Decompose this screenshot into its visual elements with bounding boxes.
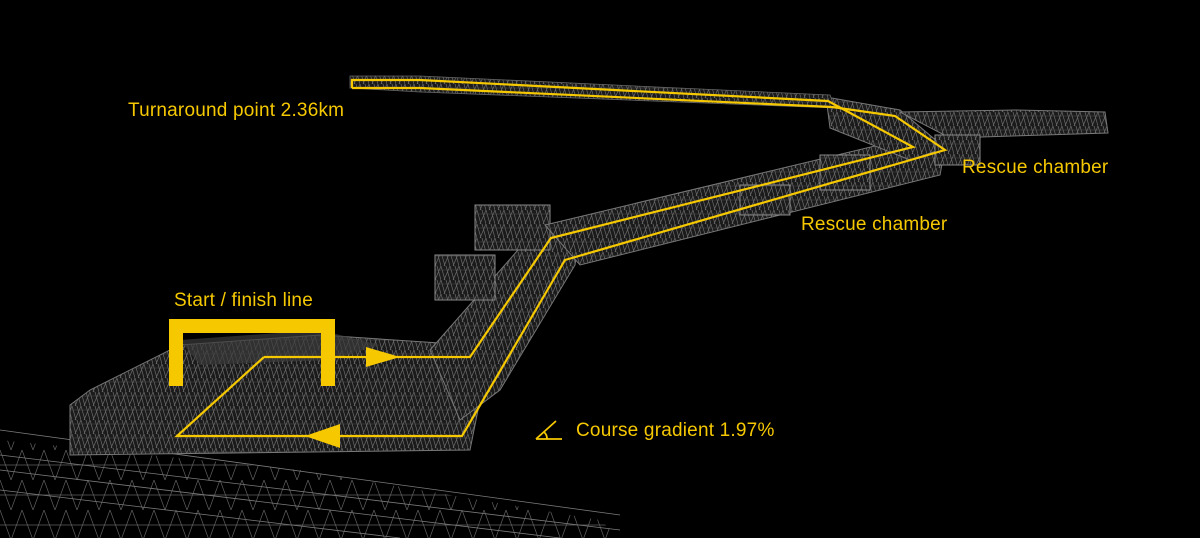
angle-icon xyxy=(535,420,562,440)
arrow-left-icon xyxy=(305,424,340,448)
gradient-annotation: Course gradient 1.97% xyxy=(534,419,775,441)
course-route xyxy=(174,78,948,438)
gradient-label: Course gradient 1.97% xyxy=(576,419,775,441)
rescue-chamber-label-1: Rescue chamber xyxy=(962,157,1109,178)
rescue-chamber-label-2: Rescue chamber xyxy=(801,214,948,235)
arrow-right-icon xyxy=(366,347,400,367)
tunnel-segments xyxy=(69,75,1109,456)
start-finish-label: Start / finish line xyxy=(174,290,313,311)
turnaround-label: Turnaround point 2.36km xyxy=(128,100,345,121)
route-outbound xyxy=(264,78,917,359)
start-finish-gate-icon xyxy=(169,319,335,386)
ground-mesh xyxy=(0,429,621,538)
route-return xyxy=(174,86,948,438)
